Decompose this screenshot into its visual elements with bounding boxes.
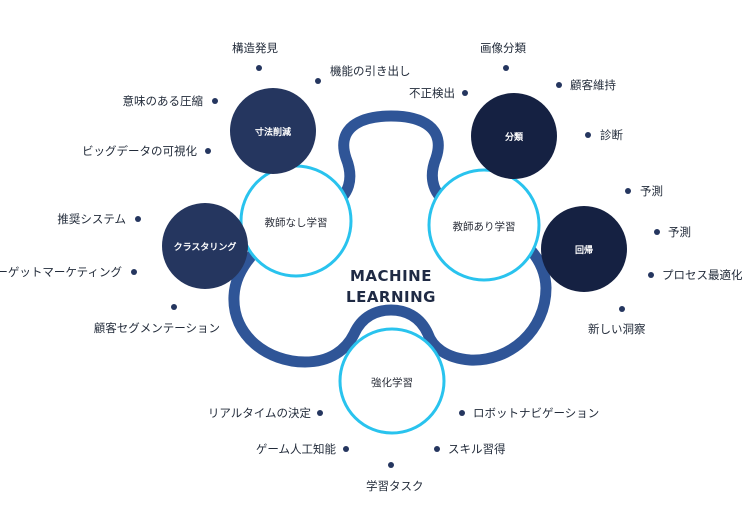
item-label: 予測	[640, 184, 663, 198]
item-image-classification: 画像分類	[480, 41, 526, 71]
item-skill-acquisition: スキル習得	[434, 442, 506, 456]
clustering-label: クラスタリング	[174, 241, 237, 253]
item-label: 推奨システム	[57, 212, 126, 226]
item-new-insights: 新しい洞察	[588, 306, 646, 336]
classification-label: 分類	[505, 131, 524, 143]
item-label: 診断	[600, 128, 623, 142]
reinforcement-label: 強化学習	[371, 376, 413, 389]
item-label: プロセス最適化	[662, 268, 743, 282]
item-label: 学習タスク	[366, 479, 424, 493]
supervised-label: 教師あり学習	[453, 220, 516, 233]
item-label: ゲーム人工知能	[256, 442, 337, 456]
item-big-data-visualization: ビッグデータの可視化	[82, 144, 211, 158]
item-fraud-detection: 不正検出	[409, 86, 468, 100]
item-label: 新しい洞察	[588, 322, 646, 336]
item-label: 不正検出	[409, 86, 455, 100]
item-label: 意味のある圧縮	[123, 94, 204, 108]
center-title-line2: LEARNING	[346, 288, 436, 306]
item-robot-navigation: ロボットナビゲーション	[459, 406, 599, 420]
dimensionality-reduction-label: 寸法削減	[255, 126, 291, 138]
regression-bubble: 回帰	[541, 206, 627, 292]
item-target-marketing: ターゲットマーケティング	[0, 265, 137, 279]
item-game-ai: ゲーム人工知能	[256, 442, 349, 456]
item-meaningful-compression: 意味のある圧縮	[123, 94, 218, 108]
unsupervised-ring: 教師なし学習	[239, 164, 353, 278]
item-real-time-decisions: リアルタイムの決定	[208, 406, 323, 420]
item-label: 予測	[668, 225, 691, 239]
item-label: ロボットナビゲーション	[473, 406, 599, 420]
item-process-optimization: プロセス最適化	[648, 268, 743, 282]
item-forecasting-2: 予測	[654, 225, 691, 239]
dimensionality-reduction-bubble: 寸法削減	[230, 88, 316, 174]
supervised-ring: 教師あり学習	[427, 168, 541, 282]
item-label: 構造発見	[232, 41, 278, 55]
regression-label: 回帰	[575, 244, 593, 256]
item-label: 画像分類	[480, 41, 526, 55]
item-feature-extraction: 機能の引き出し	[315, 64, 411, 84]
classification-bubble: 分類	[471, 93, 557, 179]
item-label: ターゲットマーケティング	[0, 265, 122, 279]
item-forecasting-1: 予測	[625, 184, 663, 198]
item-label: スキル習得	[448, 442, 506, 456]
item-learning-tasks: 学習タスク	[366, 462, 424, 493]
item-diagnosis: 診断	[585, 128, 623, 142]
item-recommender-systems: 推奨システム	[57, 212, 141, 226]
reinforcement-ring: 強化学習	[338, 327, 446, 435]
unsupervised-label: 教師なし学習	[265, 216, 328, 229]
item-label: ビッグデータの可視化	[82, 144, 197, 158]
learning-track	[228, 110, 552, 368]
item-label: 機能の引き出し	[330, 64, 411, 78]
item-structure-discovery: 構造発見	[232, 41, 278, 71]
item-label: リアルタイムの決定	[208, 406, 312, 420]
item-customer-retention: 顧客維持	[556, 78, 616, 92]
center-title-line1: MACHINE	[350, 267, 432, 285]
item-label: 顧客維持	[570, 78, 616, 92]
item-customer-segmentation: 顧客セグメンテーション	[94, 304, 220, 335]
clustering-bubble: クラスタリング	[162, 203, 248, 289]
item-label: 顧客セグメンテーション	[94, 321, 220, 335]
